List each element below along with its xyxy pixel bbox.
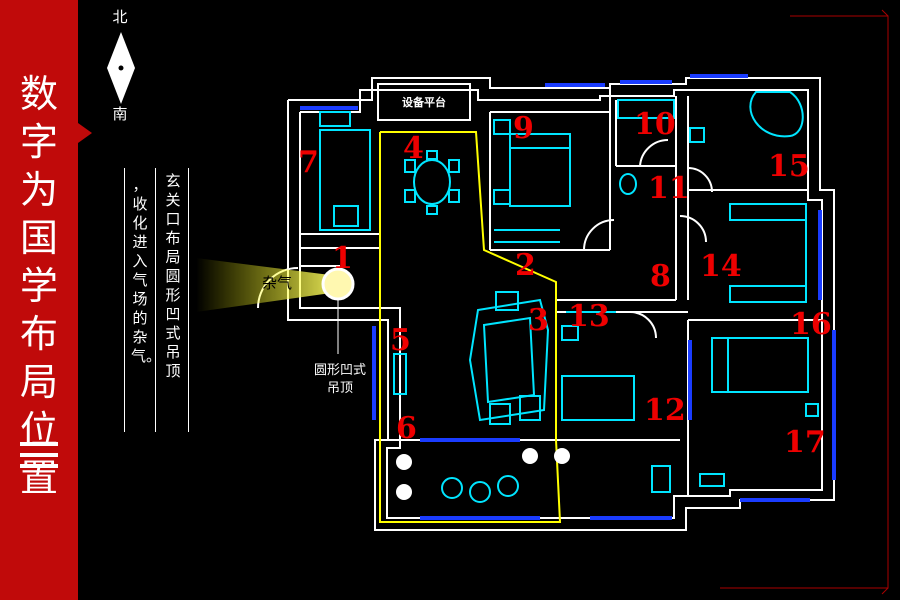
room-number: 13 xyxy=(568,299,610,334)
room-number: 7 xyxy=(298,145,319,180)
room-number: 2 xyxy=(515,248,536,283)
room-number: 8 xyxy=(650,259,671,294)
title-char: 置 xyxy=(19,456,58,500)
room-number: 10 xyxy=(634,107,676,142)
title-char: 学 xyxy=(19,264,58,308)
frame-lines xyxy=(720,9,889,595)
room-number: 6 xyxy=(396,411,417,446)
room-number: 4 xyxy=(403,131,424,166)
room-number: 5 xyxy=(390,323,411,358)
room-number: 17 xyxy=(784,425,826,460)
note-divider xyxy=(188,168,189,432)
circular-ceiling-marker xyxy=(321,267,355,301)
furniture xyxy=(319,91,819,503)
equipment-platform-label: 设备平台 xyxy=(402,95,446,109)
room-number: 9 xyxy=(513,111,534,146)
sidebar-title: 数 字 为 国 学 布 局 位 置 xyxy=(14,70,64,502)
menu-bars-icon xyxy=(20,442,58,475)
plants xyxy=(396,448,570,500)
title-char: 为 xyxy=(19,168,58,212)
sidebar-pointer-icon xyxy=(78,123,92,143)
title-char: 数 xyxy=(19,72,58,116)
zaqi-label: 杂气 xyxy=(262,274,292,292)
ceiling-label-line1: 圆形凹式 xyxy=(314,363,366,378)
compass-south: 南 xyxy=(112,105,128,123)
room-number: 12 xyxy=(644,393,686,428)
title-char: 局 xyxy=(19,360,58,404)
note-divider xyxy=(155,168,156,432)
windows xyxy=(300,74,836,520)
ceiling-label-line2: 吊顶 xyxy=(327,381,353,396)
title-char: 字 xyxy=(19,120,58,164)
room-number: 16 xyxy=(790,307,832,342)
note-column-1: 玄关口布局圆形凹式吊顶 xyxy=(165,172,181,380)
title-char: 国 xyxy=(19,216,58,260)
room-number: 1 xyxy=(332,241,353,276)
room-number: 3 xyxy=(528,303,549,338)
compass: 北 南 xyxy=(100,8,140,126)
compass-north: 北 xyxy=(112,8,128,26)
sidebar: 数 字 为 国 学 布 局 位 置 xyxy=(0,0,78,600)
zaqi-beam xyxy=(196,258,338,312)
note-divider xyxy=(124,168,125,432)
room-number: 15 xyxy=(768,149,810,184)
room-number: 14 xyxy=(700,249,742,284)
room-number: 11 xyxy=(648,171,690,206)
title-char: 布 xyxy=(19,312,58,356)
compass-needle-icon xyxy=(107,32,135,104)
highlight-outline xyxy=(379,131,562,523)
equipment-platform xyxy=(377,83,471,121)
